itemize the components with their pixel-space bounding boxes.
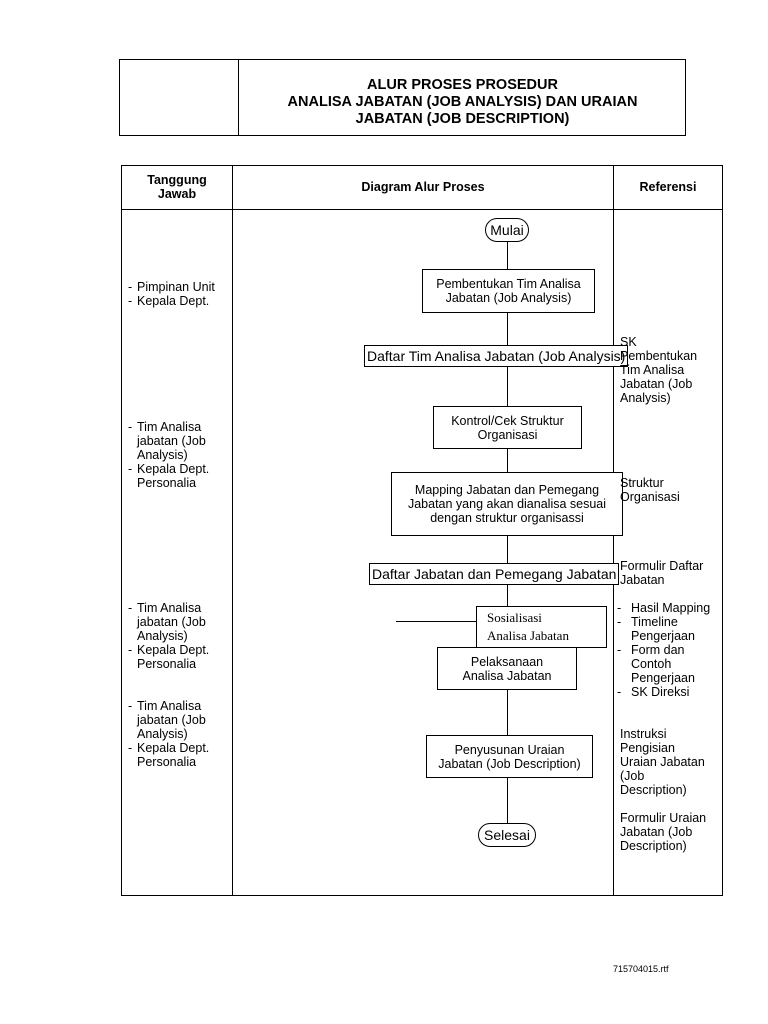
title-line-1: ALUR PROSES PROSEDUR [367, 77, 558, 93]
flow-start-terminal: Mulai [485, 218, 529, 242]
list-item: -SK Direksi [617, 685, 690, 699]
title-box [119, 59, 686, 136]
flow-end-terminal: Selesai [478, 823, 536, 847]
flow-connector-1 [507, 242, 508, 269]
title-line-3: JABATAN (JOB DESCRIPTION) [355, 111, 570, 127]
title-line-2: ANALISA JABATAN (JOB ANALYSIS) DAN URAIA… [287, 94, 638, 110]
responsible-group-1: -Pimpinan Unit -Kepala Dept. [128, 280, 232, 308]
flow-connector-5 [507, 690, 508, 735]
title-divider [238, 59, 239, 136]
list-item: - Kepala Dept.Personalia [128, 462, 210, 490]
flow-side-connector [396, 621, 476, 622]
table-col-divider-1 [232, 165, 233, 896]
header-diagram: Diagram Alur Proses [361, 180, 485, 194]
flow-connector-6 [507, 778, 508, 823]
flow-step-sosialisasi: Sosialisasi Analisa Jabatan [476, 606, 607, 648]
flow-doc-daftar-jabatan: Daftar Jabatan dan Pemegang Jabatan [369, 563, 620, 585]
footer-filename: 715704015.rtf [613, 964, 669, 974]
flow-doc-daftar-tim: Daftar Tim Analisa Jabatan (Job Analysis… [364, 345, 629, 367]
header-responsible: Tanggung Jawab [147, 173, 207, 201]
header-reference: Referensi [639, 180, 697, 194]
list-item: - Kepala Dept.Personalia [128, 643, 210, 671]
list-item: -Kepala Dept. [128, 294, 210, 308]
flow-connector-3 [507, 449, 508, 472]
table-header-divider [121, 209, 723, 210]
list-item: -Pimpinan Unit [128, 280, 215, 294]
list-item: -Hasil Mapping [617, 601, 711, 615]
list-item: - Kepala Dept.Personalia [128, 741, 210, 769]
